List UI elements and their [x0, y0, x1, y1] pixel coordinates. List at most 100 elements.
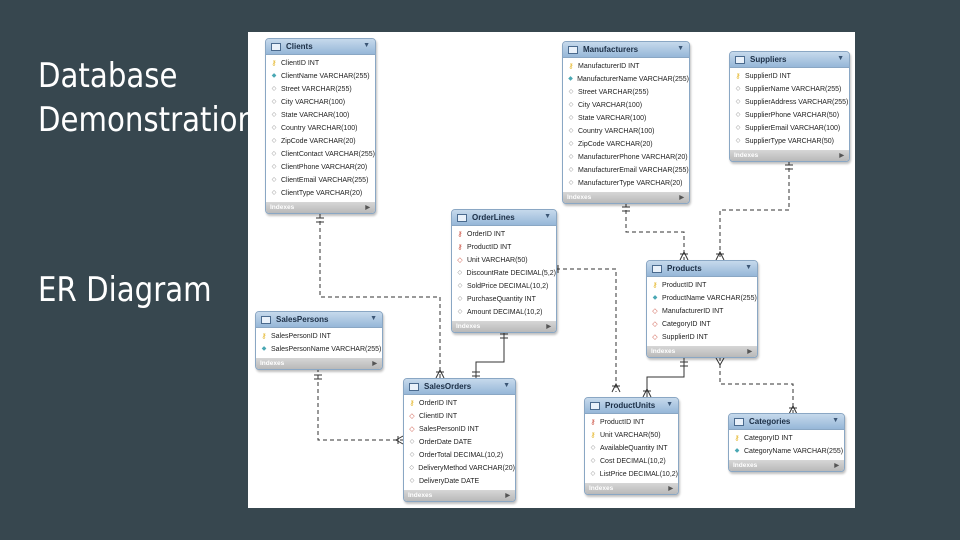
column-row[interactable]: ◇State VARCHAR(100)	[563, 112, 689, 125]
column-row[interactable]: ◇State VARCHAR(100)	[266, 109, 375, 122]
column-row[interactable]: ⚷OrderID INT	[452, 228, 556, 241]
table-salespersons[interactable]: SalesPersons ▼ ⚷SalesPersonID INT◆SalesP…	[255, 311, 383, 370]
column-row[interactable]: ◇SupplierID INT	[647, 331, 757, 344]
column-row[interactable]: ◇SupplierName VARCHAR(255)	[730, 83, 849, 96]
column-row[interactable]: ◆CategoryName VARCHAR(255)	[729, 445, 844, 458]
indexes-bar[interactable]: Indexes▶	[730, 150, 849, 161]
column-row[interactable]: ◇ClientPhone VARCHAR(20)	[266, 161, 375, 174]
column-row[interactable]: ◇DeliveryMethod VARCHAR(20)	[404, 462, 515, 475]
column-row[interactable]: ◇AvailableQuantity INT	[585, 442, 678, 455]
expand-arrow-icon[interactable]: ▶	[839, 153, 844, 159]
column-row[interactable]: ⚷SalesPersonID INT	[256, 330, 382, 343]
table-header[interactable]: SalesOrders ▼	[404, 379, 515, 395]
collapse-arrow-icon[interactable]: ▼	[544, 213, 551, 220]
column-row[interactable]: ◇OrderDate DATE	[404, 436, 515, 449]
column-row[interactable]: ◇ClientEmail VARCHAR(255)	[266, 174, 375, 187]
table-clients[interactable]: Clients ▼ ⚷ClientID INT◆ClientName VARCH…	[265, 38, 376, 214]
indexes-bar[interactable]: Indexes▶	[647, 346, 757, 357]
indexes-bar[interactable]: Indexes▶	[256, 358, 382, 369]
column-row[interactable]: ◇ZipCode VARCHAR(20)	[563, 138, 689, 151]
column-row[interactable]: ◇ManufacturerType VARCHAR(20)	[563, 177, 689, 190]
table-header[interactable]: Manufacturers ▼	[563, 42, 689, 58]
column-row[interactable]: ◇ManufacturerEmail VARCHAR(255)	[563, 164, 689, 177]
indexes-bar[interactable]: Indexes▶	[452, 321, 556, 332]
column-row[interactable]: ◇Unit VARCHAR(50)	[452, 254, 556, 267]
expand-arrow-icon[interactable]: ▶	[834, 463, 839, 469]
column-row[interactable]: ◇SupplierType VARCHAR(50)	[730, 135, 849, 148]
table-header[interactable]: Clients ▼	[266, 39, 375, 55]
indexes-bar[interactable]: Indexes▶	[729, 460, 844, 471]
column-row[interactable]: ◆ManufacturerName VARCHAR(255)	[563, 73, 689, 86]
expand-arrow-icon[interactable]: ▶	[668, 486, 673, 492]
expand-arrow-icon[interactable]: ▶	[546, 324, 551, 330]
column-row[interactable]: ◇DeliveryDate DATE	[404, 475, 515, 488]
column-row[interactable]: ◇SupplierPhone VARCHAR(50)	[730, 109, 849, 122]
column-row[interactable]: ⚷ProductID INT	[452, 241, 556, 254]
collapse-arrow-icon[interactable]: ▼	[503, 382, 510, 389]
table-header[interactable]: ProductUnits ▼	[585, 398, 678, 414]
table-header[interactable]: Suppliers ▼	[730, 52, 849, 68]
column-row[interactable]: ◇PurchaseQuantity INT	[452, 293, 556, 306]
column-row[interactable]: ◆SalesPersonName VARCHAR(255)	[256, 343, 382, 356]
column-row[interactable]: ⚷ProductID INT	[647, 279, 757, 292]
table-categories[interactable]: Categories ▼ ⚷CategoryID INT◆CategoryNam…	[728, 413, 845, 472]
table-manufacturers[interactable]: Manufacturers ▼ ⚷ManufacturerID INT◆Manu…	[562, 41, 690, 204]
column-row[interactable]: ◇ListPrice DECIMAL(10,2)	[585, 468, 678, 481]
column-row[interactable]: ◇Country VARCHAR(100)	[563, 125, 689, 138]
column-row[interactable]: ◇ClientContact VARCHAR(255)	[266, 148, 375, 161]
column-row[interactable]: ⚷CategoryID INT	[729, 432, 844, 445]
column-row[interactable]: ◇ManufacturerID INT	[647, 305, 757, 318]
column-row[interactable]: ◇Street VARCHAR(255)	[266, 83, 375, 96]
expand-arrow-icon[interactable]: ▶	[679, 195, 684, 201]
column-row[interactable]: ◇SupplierEmail VARCHAR(100)	[730, 122, 849, 135]
column-row[interactable]: ⚷ManufacturerID INT	[563, 60, 689, 73]
expand-arrow-icon[interactable]: ▶	[505, 493, 510, 499]
table-salesorders[interactable]: SalesOrders ▼ ⚷OrderID INT◇ClientID INT◇…	[403, 378, 516, 502]
table-header[interactable]: Categories ▼	[729, 414, 844, 430]
column-row[interactable]: ◇SoldPrice DECIMAL(10,2)	[452, 280, 556, 293]
column-row[interactable]: ◇ManufacturerPhone VARCHAR(20)	[563, 151, 689, 164]
table-suppliers[interactable]: Suppliers ▼ ⚷SupplierID INT◇SupplierName…	[729, 51, 850, 162]
collapse-arrow-icon[interactable]: ▼	[666, 401, 673, 408]
table-orderlines[interactable]: OrderLines ▼ ⚷OrderID INT⚷ProductID INT◇…	[451, 209, 557, 333]
column-row[interactable]: ◇Amount DECIMAL(10,2)	[452, 306, 556, 319]
column-row[interactable]: ◇City VARCHAR(100)	[266, 96, 375, 109]
table-header[interactable]: Products ▼	[647, 261, 757, 277]
collapse-arrow-icon[interactable]: ▼	[677, 45, 684, 52]
column-row[interactable]: ◇OrderTotal DECIMAL(10,2)	[404, 449, 515, 462]
collapse-arrow-icon[interactable]: ▼	[837, 55, 844, 62]
column-row[interactable]: ⚷SupplierID INT	[730, 70, 849, 83]
column-row[interactable]: ◇CategoryID INT	[647, 318, 757, 331]
collapse-arrow-icon[interactable]: ▼	[745, 264, 752, 271]
expand-arrow-icon[interactable]: ▶	[747, 349, 752, 355]
column-row[interactable]: ◆ClientName VARCHAR(255)	[266, 70, 375, 83]
column-row[interactable]: ◇ClientID INT	[404, 410, 515, 423]
collapse-arrow-icon[interactable]: ▼	[363, 42, 370, 49]
column-row[interactable]: ⚷OrderID INT	[404, 397, 515, 410]
column-row[interactable]: ◇Street VARCHAR(255)	[563, 86, 689, 99]
collapse-arrow-icon[interactable]: ▼	[370, 315, 377, 322]
column-row[interactable]: ⚷ProductID INT	[585, 416, 678, 429]
indexes-bar[interactable]: Indexes▶	[585, 483, 678, 494]
table-productunits[interactable]: ProductUnits ▼ ⚷ProductID INT⚷Unit VARCH…	[584, 397, 679, 495]
expand-arrow-icon[interactable]: ▶	[365, 205, 370, 211]
column-row[interactable]: ⚷Unit VARCHAR(50)	[585, 429, 678, 442]
column-row[interactable]: ◇City VARCHAR(100)	[563, 99, 689, 112]
table-products[interactable]: Products ▼ ⚷ProductID INT◆ProductName VA…	[646, 260, 758, 358]
column-row[interactable]: ◇Cost DECIMAL(10,2)	[585, 455, 678, 468]
column-row[interactable]: ◆ProductName VARCHAR(255)	[647, 292, 757, 305]
column-row[interactable]: ⚷ClientID INT	[266, 57, 375, 70]
column-row[interactable]: ◇ZipCode VARCHAR(20)	[266, 135, 375, 148]
column-row[interactable]: ◇ClientType VARCHAR(20)	[266, 187, 375, 200]
column-row[interactable]: ◇SalesPersonID INT	[404, 423, 515, 436]
column-row[interactable]: ◇DiscountRate DECIMAL(5,2)	[452, 267, 556, 280]
table-header[interactable]: OrderLines ▼	[452, 210, 556, 226]
expand-arrow-icon[interactable]: ▶	[372, 361, 377, 367]
column-row[interactable]: ◇SupplierAddress VARCHAR(255)	[730, 96, 849, 109]
indexes-bar[interactable]: Indexes▶	[266, 202, 375, 213]
collapse-arrow-icon[interactable]: ▼	[832, 417, 839, 424]
indexes-bar[interactable]: Indexes▶	[563, 192, 689, 203]
indexes-bar[interactable]: Indexes▶	[404, 490, 515, 501]
table-header[interactable]: SalesPersons ▼	[256, 312, 382, 328]
column-row[interactable]: ◇Country VARCHAR(100)	[266, 122, 375, 135]
